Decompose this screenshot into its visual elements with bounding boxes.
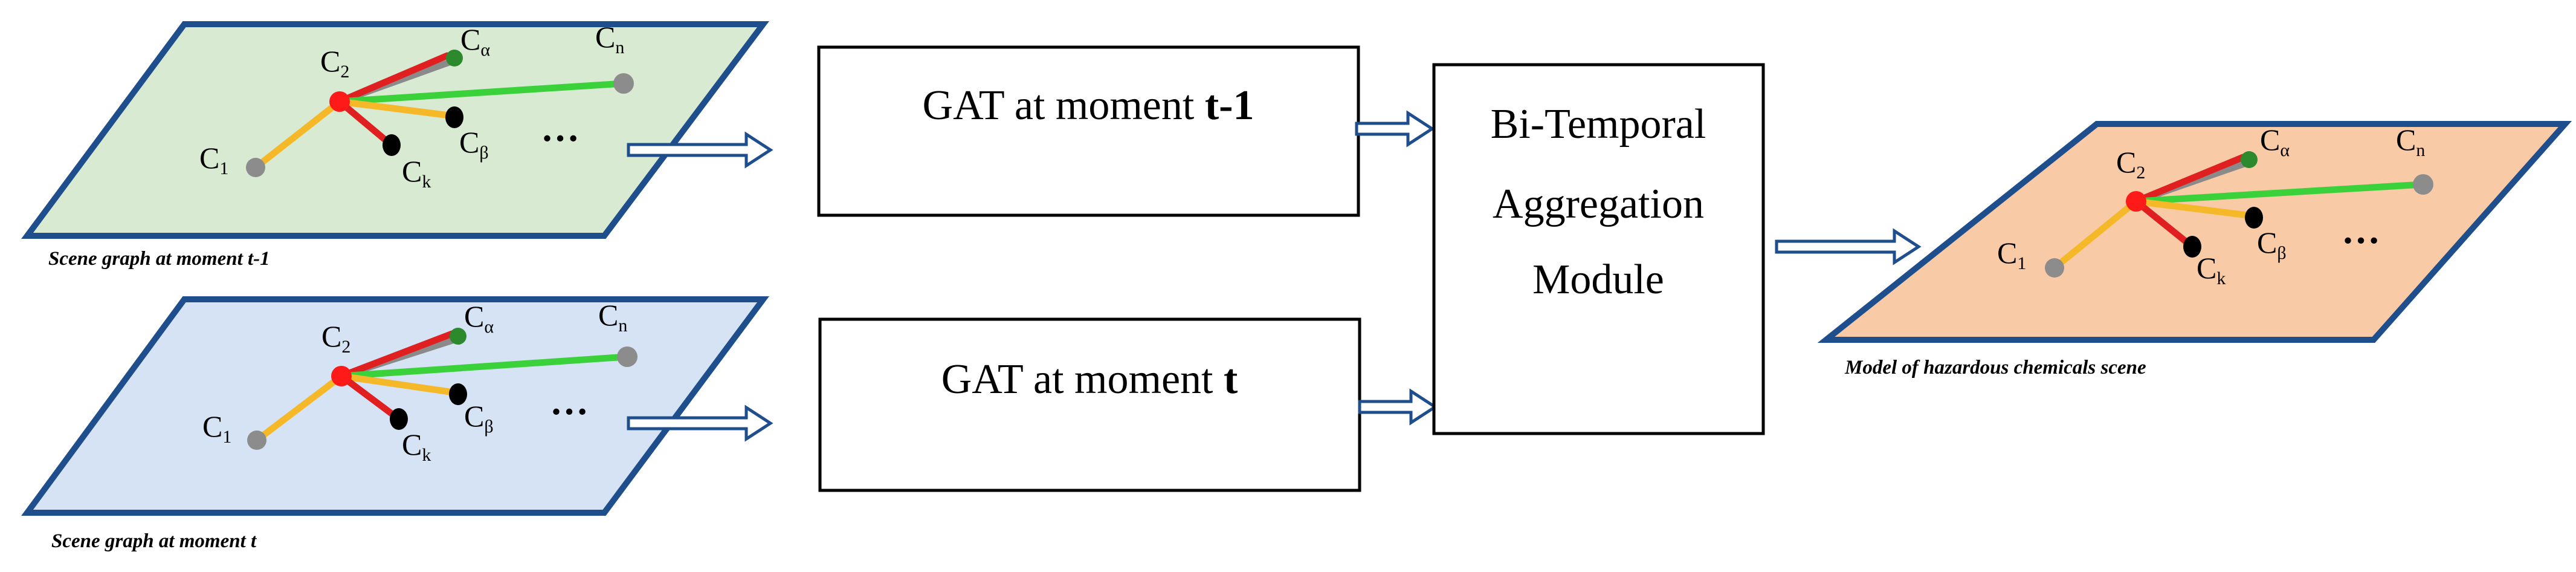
label-c2: C2: [321, 319, 350, 357]
scene-graph-caption: Scene graph at moment t-1: [48, 248, 270, 270]
scene-model-output: C1 C2 Ck Cα Cβ Cn … Model of hazardous c…: [1817, 121, 2572, 379]
graph-edges: [253, 330, 631, 444]
edge-c2-cn: [336, 80, 627, 105]
node-ca: [450, 328, 466, 345]
gat-box: [818, 317, 1361, 492]
node-c2: [329, 91, 350, 112]
hollow-arrow-icon: [627, 405, 773, 442]
hollow-arrow-icon: [1775, 228, 1922, 265]
gat-label: GAT at moment t-1: [923, 82, 1254, 129]
edge-c2-ca-red: [336, 52, 451, 105]
scene-graph-panel: [21, 21, 770, 239]
label-ca: Cα: [2260, 123, 2290, 160]
node-cn: [617, 346, 638, 367]
hollow-arrow-icon: [1358, 388, 1438, 426]
aggregation-line-1: Bi-Temporal: [1491, 101, 1706, 148]
hollow-arrow-icon: [627, 131, 773, 169]
label-c1: C1: [199, 141, 228, 178]
label-cb: Cβ: [2257, 226, 2287, 263]
scene-graph-caption: Scene graph at moment t: [51, 530, 257, 552]
node-cn: [2413, 174, 2433, 195]
gat-box: [817, 45, 1360, 217]
arrow-gat-t-to-aggregation: [1358, 388, 1438, 426]
aggregation-line-3: Module: [1532, 256, 1664, 303]
node-ca: [446, 50, 463, 67]
node-cb: [2245, 207, 2263, 229]
node-labels: C1 C2 Ck Cα Cβ Cn: [199, 20, 624, 192]
graph-nodes: [246, 50, 634, 177]
node-ck: [2183, 236, 2201, 258]
edge-c2-c1: [253, 372, 345, 444]
arrow-aggregation-to-output: [1775, 228, 1922, 265]
arrow-gat-t-minus-1-to-aggregation: [1355, 110, 1435, 148]
node-ca: [2241, 151, 2258, 168]
edge-c2-cb: [2132, 198, 2256, 219]
label-cn: Cn: [2396, 123, 2425, 160]
label-cn: Cn: [598, 298, 627, 336]
node-c1: [246, 158, 265, 177]
label-c2: C2: [320, 44, 349, 82]
gat-box-t-minus-1: GAT at moment t-1: [817, 45, 1360, 217]
aggregation-box: [1432, 63, 1765, 435]
node-labels: C1 C2 Ck Cα Cβ Cn: [1997, 123, 2425, 288]
node-c1: [247, 431, 266, 450]
graph-nodes: [247, 328, 638, 450]
node-c2: [331, 366, 352, 386]
label-ca: Cα: [460, 22, 490, 60]
label-cb: Cβ: [459, 125, 489, 163]
node-c1: [2045, 258, 2064, 278]
aggregation-module: Bi-Temporal Aggregation Module: [1432, 63, 1765, 435]
node-cb: [445, 106, 463, 128]
hollow-arrow-icon: [1355, 110, 1435, 148]
edge-c2-cb: [336, 98, 458, 120]
node-ck: [383, 134, 401, 156]
arrow-scene-t-minus-1-to-gat: [627, 131, 773, 169]
edge-c2-cn: [338, 353, 631, 380]
more-nodes-ellipsis: …: [550, 380, 589, 423]
edge-c2-c1: [252, 98, 343, 171]
edge-c2-ca-red: [338, 330, 456, 380]
node-ck: [390, 408, 408, 430]
more-nodes-ellipsis: …: [541, 106, 579, 149]
node-cn: [613, 73, 634, 94]
label-ck: Ck: [402, 427, 431, 465]
label-c1: C1: [202, 409, 231, 447]
scene-graph-panel: [21, 296, 769, 516]
gat-box-t: GAT at moment t: [818, 317, 1361, 492]
scene-graph-panel: [1817, 121, 2572, 343]
arrow-scene-t-to-gat: [627, 405, 773, 442]
label-cn: Cn: [595, 20, 624, 57]
scene-graph-caption: Model of hazardous chemicals scene: [1844, 357, 2146, 379]
edge-c2-ck: [2132, 198, 2196, 250]
node-cb: [449, 383, 467, 405]
label-c2: C2: [2116, 145, 2145, 183]
graph-edges: [252, 52, 627, 171]
label-c1: C1: [1997, 236, 2026, 273]
scene-graph-t-minus-1: C1 C2 Ck Cα Cβ Cn … Scene graph at momen…: [21, 20, 770, 270]
edge-c2-cb: [338, 372, 462, 397]
edge-c2-ck: [338, 372, 402, 423]
edge-c2-ca-red: [2132, 154, 2247, 205]
edge-c2-ck: [336, 98, 395, 149]
gat-label: GAT at moment t: [941, 356, 1238, 403]
scene-graph-t: C1 C2 Ck Cα Cβ Cn … Scene graph at momen…: [21, 296, 769, 552]
graph-nodes: [2045, 151, 2433, 278]
label-ck: Ck: [2197, 251, 2226, 288]
aggregation-line-2: Aggregation: [1493, 181, 1704, 227]
label-cb: Cβ: [464, 399, 494, 437]
label-ca: Cα: [464, 299, 494, 337]
edge-c2-cn: [2132, 181, 2427, 205]
graph-edges: [2051, 154, 2427, 271]
node-c2: [2126, 191, 2146, 212]
node-labels: C1 C2 Ck Cα Cβ Cn: [202, 298, 627, 465]
edge-c2-c1: [2051, 198, 2140, 271]
more-nodes-ellipsis: …: [2342, 209, 2380, 252]
label-ck: Ck: [402, 154, 431, 192]
